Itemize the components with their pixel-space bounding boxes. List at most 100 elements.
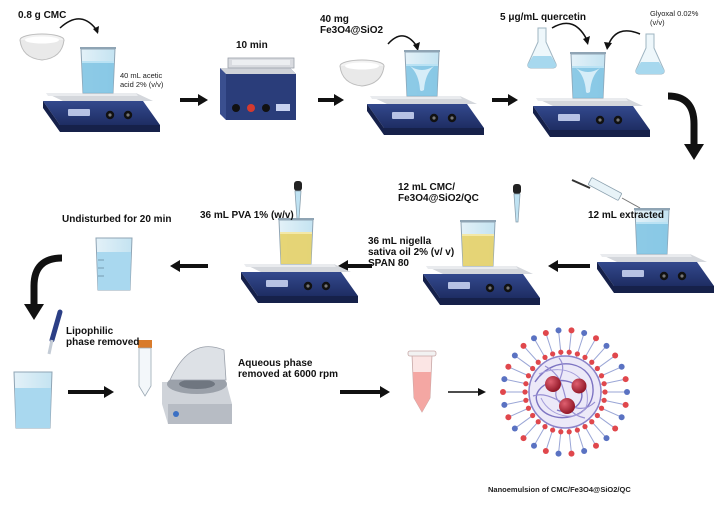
- surfactant-head: [618, 363, 625, 370]
- syringe-icon: [571, 177, 641, 209]
- pva-dropper-icon: [293, 180, 303, 220]
- surfactant-head: [520, 342, 527, 349]
- acetic-acid-label: 40 mL acetic acid 2% (v/v): [120, 71, 164, 89]
- dropper-icon: [512, 183, 522, 223]
- surfactant-head: [555, 450, 562, 457]
- surfactant-anchor: [525, 405, 532, 411]
- surfactant-head: [505, 414, 512, 421]
- nanoemulsion-particle: [500, 327, 630, 457]
- surfactant-head: [501, 376, 508, 383]
- microtube-icon: [407, 350, 437, 413]
- quercetin-flask: [527, 27, 557, 69]
- beaker-lipophilic: [13, 371, 53, 429]
- surfactant-head: [593, 442, 599, 449]
- surfactant-head: [624, 389, 630, 395]
- extracted-label: 12 mL extracted: [588, 210, 664, 221]
- magnetic-stirrer-1: [43, 93, 160, 132]
- surfactant-head: [520, 435, 527, 442]
- surfactant-head: [622, 376, 629, 383]
- quercetin-add-arrow: [551, 22, 589, 43]
- surfactant-anchor: [601, 381, 607, 387]
- surfactant-head: [555, 327, 562, 334]
- surfactant-head: [612, 425, 619, 432]
- sonication-time-label: 10 min: [236, 40, 268, 51]
- cmc-bowl: [19, 33, 65, 61]
- surfactant-head: [505, 363, 512, 370]
- surfactant-anchor: [598, 405, 605, 411]
- surfactant-anchor: [589, 359, 595, 365]
- surfactant-anchor: [530, 365, 536, 372]
- surfactant-head: [511, 425, 518, 432]
- magnetic-stirrer-4: [533, 98, 650, 137]
- surfactant-anchor: [598, 373, 605, 379]
- surfactant-head: [603, 342, 610, 349]
- aqueous-label: Aqueous phase removed at 6000 rpm: [238, 358, 339, 380]
- beaker-vortex-3: [404, 51, 440, 96]
- nigella-label: 36 mL nigella sativa oil 2% (v/ v) SPAN …: [368, 236, 455, 269]
- surfactant-anchor: [550, 351, 556, 357]
- surfactant-anchor: [542, 424, 548, 430]
- surfactant-anchor: [582, 424, 588, 430]
- magnetic-stirrer-5: [597, 254, 714, 293]
- pipette-icon: [47, 309, 63, 355]
- surfactant-anchor: [594, 412, 600, 419]
- surfactant-anchor: [542, 354, 548, 360]
- surfactant-anchor: [535, 359, 541, 365]
- lipophilic-label: Lipophilic phase removed: [66, 326, 140, 348]
- magnetic-stirrer-7: [241, 264, 358, 303]
- glyoxal-label: Glyoxal 0.02% (v/v): [650, 9, 699, 27]
- surfactant-anchor: [523, 381, 529, 387]
- nanoemulsion-label: Nanoemulsion of CMC/Fe3O4@SiO2/QC: [488, 485, 631, 494]
- ultrasonic-bath: [220, 57, 296, 120]
- glyoxal-flask: [635, 33, 665, 75]
- surfactant-head: [618, 414, 625, 421]
- cmc-mix-label: 12 mL CMC/ Fe3O4@SiO2/QC: [398, 182, 479, 204]
- surfactant-head: [568, 327, 575, 334]
- surfactant-anchor: [523, 397, 529, 403]
- surfactant-head: [500, 389, 506, 395]
- beaker-vortex-4: [570, 53, 606, 98]
- surfactant-anchor: [525, 373, 532, 379]
- surfactant-anchor: [566, 429, 572, 435]
- beaker-pva: [277, 218, 315, 265]
- beaker-undisturbed: [95, 237, 133, 291]
- glyoxal-add-arrow: [607, 30, 641, 47]
- surfactant-anchor: [574, 351, 580, 357]
- surfactant-anchor: [550, 427, 556, 433]
- surfactant-anchor: [574, 427, 580, 433]
- surfactant-anchor: [582, 354, 588, 360]
- fe3o4-mass-label: 40 mg Fe3O4@SiO2: [320, 14, 384, 36]
- surfactant-head: [568, 450, 575, 457]
- surfactant-head: [542, 447, 549, 454]
- surfactant-head: [612, 352, 619, 359]
- magnetic-stirrer-6: [423, 266, 540, 305]
- fe3o4-add-arrow: [387, 35, 419, 49]
- falcon-tube-icon: [138, 340, 152, 397]
- fe3o4-bowl: [339, 59, 385, 87]
- quercetin-label: 5 μg/mL quercetin: [500, 12, 586, 23]
- surfactant-head: [593, 335, 599, 342]
- surfactant-head: [511, 352, 518, 359]
- surfactant-anchor: [530, 412, 536, 419]
- surfactant-head: [531, 335, 537, 342]
- surfactant-head: [603, 435, 610, 442]
- magnetic-stirrer-3: [367, 96, 484, 135]
- surfactant-head: [531, 442, 537, 449]
- surfactant-anchor: [589, 419, 595, 425]
- beaker-acetic-acid: [79, 47, 117, 94]
- surfactant-anchor: [522, 389, 528, 395]
- surfactant-anchor: [535, 419, 541, 425]
- surfactant-head: [542, 330, 549, 337]
- surfactant-head: [501, 401, 508, 408]
- surfactant-anchor: [601, 397, 607, 403]
- centrifuge-icon: [162, 346, 232, 424]
- surfactant-anchor: [558, 349, 564, 355]
- surfactant-anchor: [594, 365, 600, 372]
- bend-arrow-right: [667, 92, 698, 146]
- pva-label: 36 mL PVA 1% (w/v): [200, 210, 294, 221]
- surfactant-head: [581, 330, 588, 337]
- surfactant-head: [622, 401, 629, 408]
- cmc-mass-label: 0.8 g CMC: [18, 10, 67, 21]
- bend-arrow-left: [30, 254, 63, 306]
